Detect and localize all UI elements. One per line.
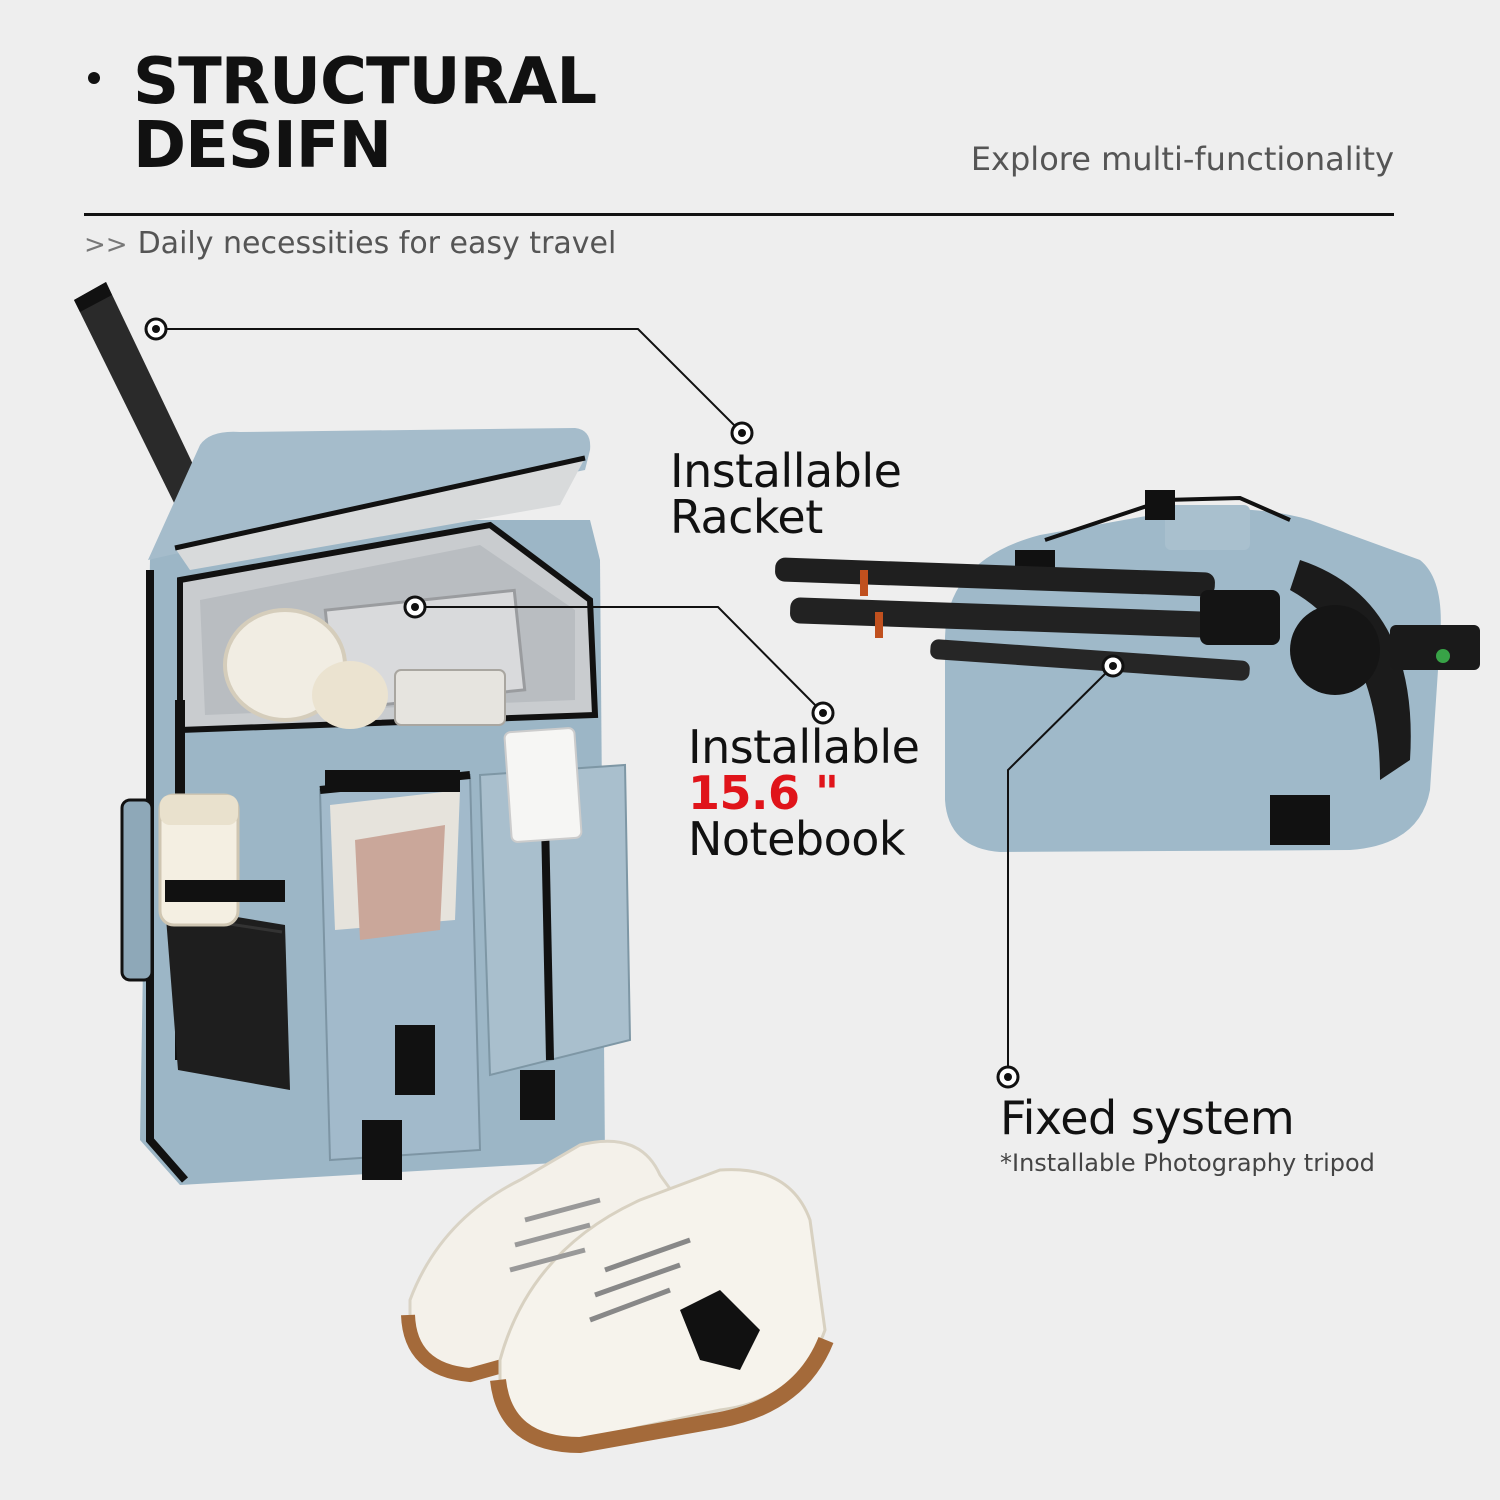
callout-racket-line1: Installable	[670, 444, 902, 498]
backpack-open	[120, 428, 632, 1185]
title-line-1: STRUCTURAL	[133, 45, 597, 119]
title-bullet	[88, 72, 100, 84]
callout-notebook: Installable 15.6 " Notebook	[688, 720, 920, 866]
tagline: Explore multi-functionality	[970, 140, 1394, 178]
racket-handle	[74, 282, 210, 515]
subhead: >> Daily necessities for easy travel	[84, 226, 616, 261]
callout-fixed-note: *Installable Photography tripod	[1000, 1149, 1375, 1177]
header-divider	[84, 213, 1394, 216]
subhead-text: Daily necessities for easy travel	[137, 226, 617, 261]
callout-racket: Installable Racket	[670, 444, 902, 544]
callout-fixed-title: Fixed system	[1000, 1091, 1295, 1145]
callout-markers	[144, 317, 1125, 1089]
callout-notebook-size: 15.6 "	[688, 766, 839, 820]
callout-fixed-system: Fixed system *Installable Photography tr…	[1000, 1095, 1375, 1177]
callout-notebook-line3: Notebook	[688, 812, 906, 866]
tripod	[775, 557, 1480, 695]
leader-lines	[156, 328, 1114, 1077]
callout-notebook-line1: Installable	[688, 720, 920, 774]
sneakers	[401, 1139, 834, 1454]
callout-racket-line2: Racket	[670, 490, 823, 544]
backpack-tripod	[775, 490, 1480, 852]
page-title: STRUCTURAL DESIFN	[133, 45, 597, 183]
title-line-2: DESIFN	[133, 109, 392, 183]
double-chevron-icon: >>	[84, 230, 128, 260]
